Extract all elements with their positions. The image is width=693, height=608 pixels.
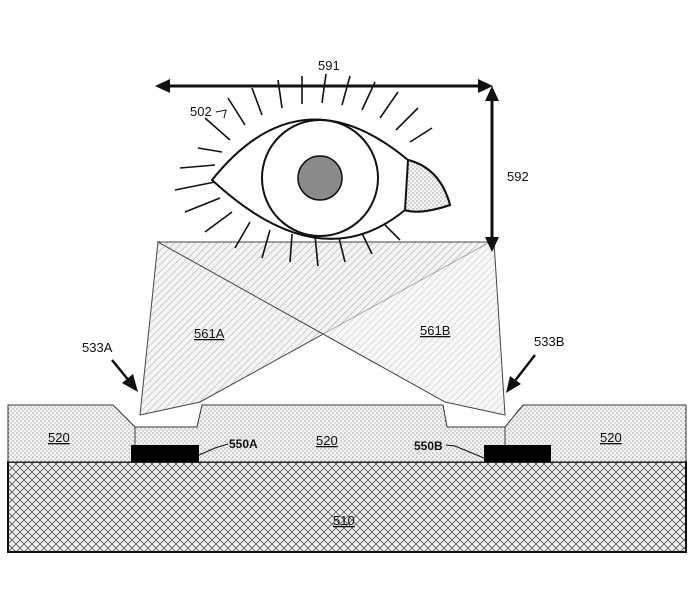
label-520-center: 520 xyxy=(316,433,338,448)
dimension-592-arrow xyxy=(485,86,499,252)
label-533a: 533A xyxy=(82,340,113,355)
layer-520-center xyxy=(134,404,506,463)
label-520-right: 520 xyxy=(600,430,622,445)
label-550b: 550B xyxy=(414,439,443,453)
label-510: 510 xyxy=(333,513,355,528)
label-592: 592 xyxy=(507,169,529,184)
label-561b: 561B xyxy=(420,323,450,338)
label-520-left: 520 xyxy=(48,430,70,445)
label-591: 591 xyxy=(318,58,340,73)
substrate-510 xyxy=(7,461,687,553)
emitter-550b xyxy=(484,445,551,462)
leader-502 xyxy=(215,109,227,119)
label-533b: 533B xyxy=(534,334,564,349)
label-561a: 561A xyxy=(194,326,225,341)
arrow-533a xyxy=(111,359,138,392)
label-502: 502 xyxy=(190,104,212,119)
label-550a: 550A xyxy=(229,437,258,451)
dimension-591-arrow xyxy=(155,79,493,93)
arrow-533b xyxy=(506,354,536,393)
leader-550a xyxy=(198,443,229,456)
leader-550b xyxy=(445,444,485,459)
emitter-550a xyxy=(131,445,199,462)
eye-icon xyxy=(174,73,452,267)
light-beam-561b xyxy=(156,241,506,416)
